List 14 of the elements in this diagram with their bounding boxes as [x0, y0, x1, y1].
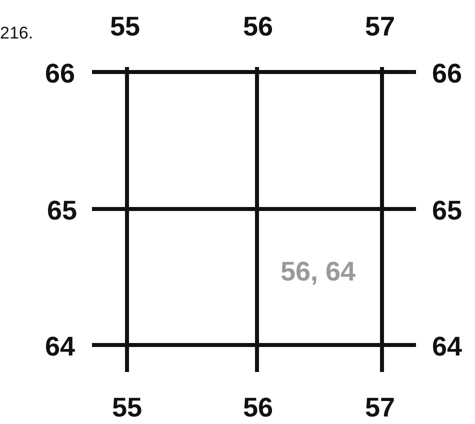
row-label: 66: [44, 60, 76, 88]
coordinate-label: 56, 64: [280, 258, 356, 286]
row-label: 65: [46, 198, 78, 224]
column-label: 55: [112, 394, 142, 422]
column-label: 57: [364, 14, 396, 40]
row-label: 64: [44, 334, 76, 360]
row-label: 65: [432, 198, 462, 224]
column-label: 57: [364, 394, 396, 422]
column-label: 56: [242, 394, 274, 422]
row-label: 64: [432, 334, 462, 360]
problem-number: 216.: [0, 24, 34, 42]
column-label: 55: [110, 14, 140, 40]
row-label: 66: [432, 60, 462, 88]
column-label: 56: [242, 14, 274, 40]
